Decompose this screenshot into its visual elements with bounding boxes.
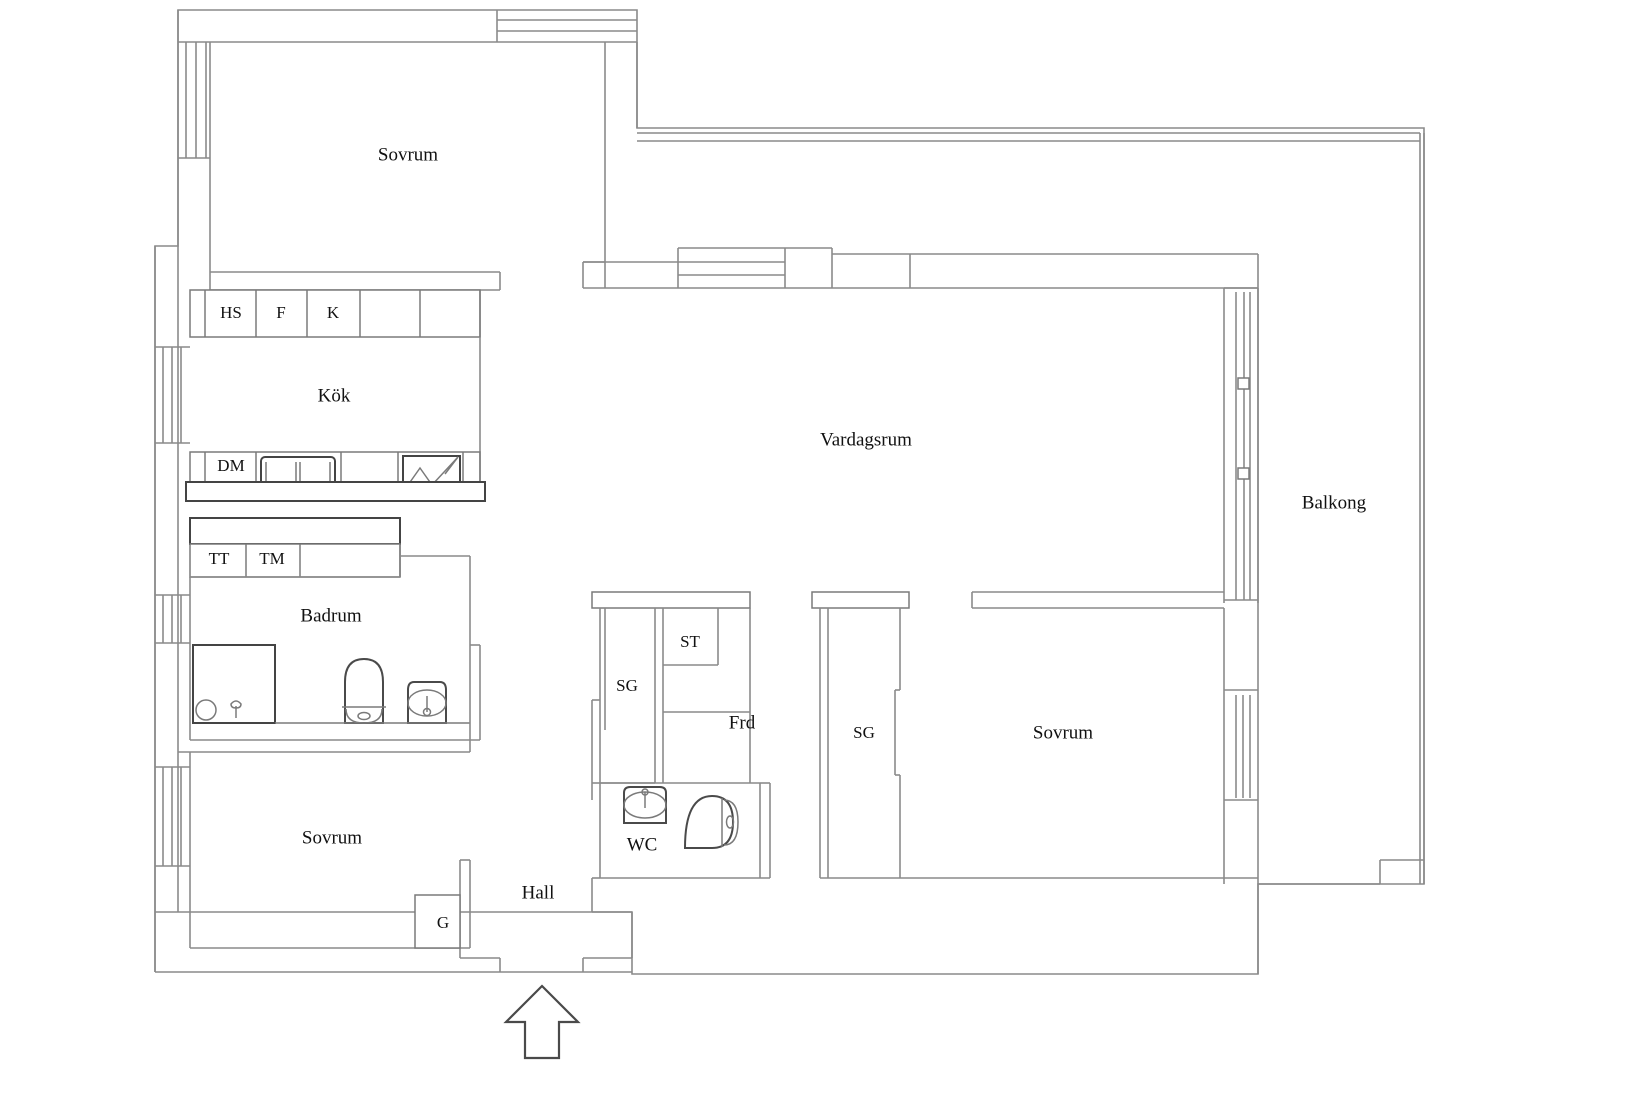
window-sovrum-top-left: [178, 42, 210, 159]
wc-toilet-icon: [683, 794, 739, 849]
label-g: G: [437, 913, 449, 932]
label-vardagsrum: Vardagsrum: [820, 429, 912, 450]
label-hall: Hall: [522, 882, 555, 903]
room-wc: [591, 782, 771, 879]
bath-toilet-icon: [342, 657, 386, 724]
closet-sg-2: [811, 591, 910, 879]
room-frd: [591, 591, 751, 784]
label-sovrum-right: Sovrum: [1033, 722, 1093, 743]
balcony-door[interactable]: [1224, 287, 1258, 601]
label-sg-1: SG: [616, 676, 638, 695]
room-kok: [155, 289, 486, 578]
label-badrum: Badrum: [300, 605, 361, 626]
label-frd: Frd: [729, 712, 756, 733]
window-sovrum-right: [1235, 695, 1251, 798]
label-sovrum-top: Sovrum: [378, 144, 438, 165]
room-sovrum-right: [900, 603, 1259, 884]
window-sovrum-left: [155, 766, 190, 867]
label-wc: WC: [627, 834, 658, 855]
bath-basin-icon: [407, 681, 447, 724]
label-tm: TM: [259, 549, 285, 568]
entrance-arrow: [503, 984, 581, 1060]
label-sovrum-left: Sovrum: [302, 827, 362, 848]
unit-labels: SG ST SG G: [437, 632, 875, 932]
wc-basin-icon: [623, 786, 667, 824]
label-hs: HS: [220, 303, 242, 322]
kitchen-unit-labels: HS F K DM TT TM: [209, 303, 340, 568]
label-k: K: [327, 303, 340, 322]
room-badrum: [155, 577, 481, 741]
room-vardagsrum: [583, 247, 1259, 609]
window-kok-left: [155, 346, 190, 444]
label-kok: Kök: [318, 385, 351, 406]
label-tt: TT: [209, 549, 230, 568]
shower-enclosure-icon: [192, 644, 276, 724]
label-balkong: Balkong: [1302, 492, 1367, 513]
window-vardagsrum-top: [677, 247, 833, 289]
room-balkong: [1224, 133, 1425, 974]
closet-g: [414, 894, 461, 949]
label-sg-2: SG: [853, 723, 875, 742]
label-f: F: [276, 303, 285, 322]
storage-st: [662, 608, 751, 713]
label-st: ST: [680, 632, 700, 651]
room-labels: Sovrum Kök Badrum Sovrum Hall WC Frd Var…: [300, 144, 1366, 903]
room-hall: [460, 877, 633, 972]
room-sovrum-left: [155, 740, 471, 958]
exterior-walls: [154, 9, 1425, 975]
label-dm: DM: [217, 456, 244, 475]
window-badrum-left: [155, 594, 190, 644]
closet-sg-1: [591, 608, 656, 784]
